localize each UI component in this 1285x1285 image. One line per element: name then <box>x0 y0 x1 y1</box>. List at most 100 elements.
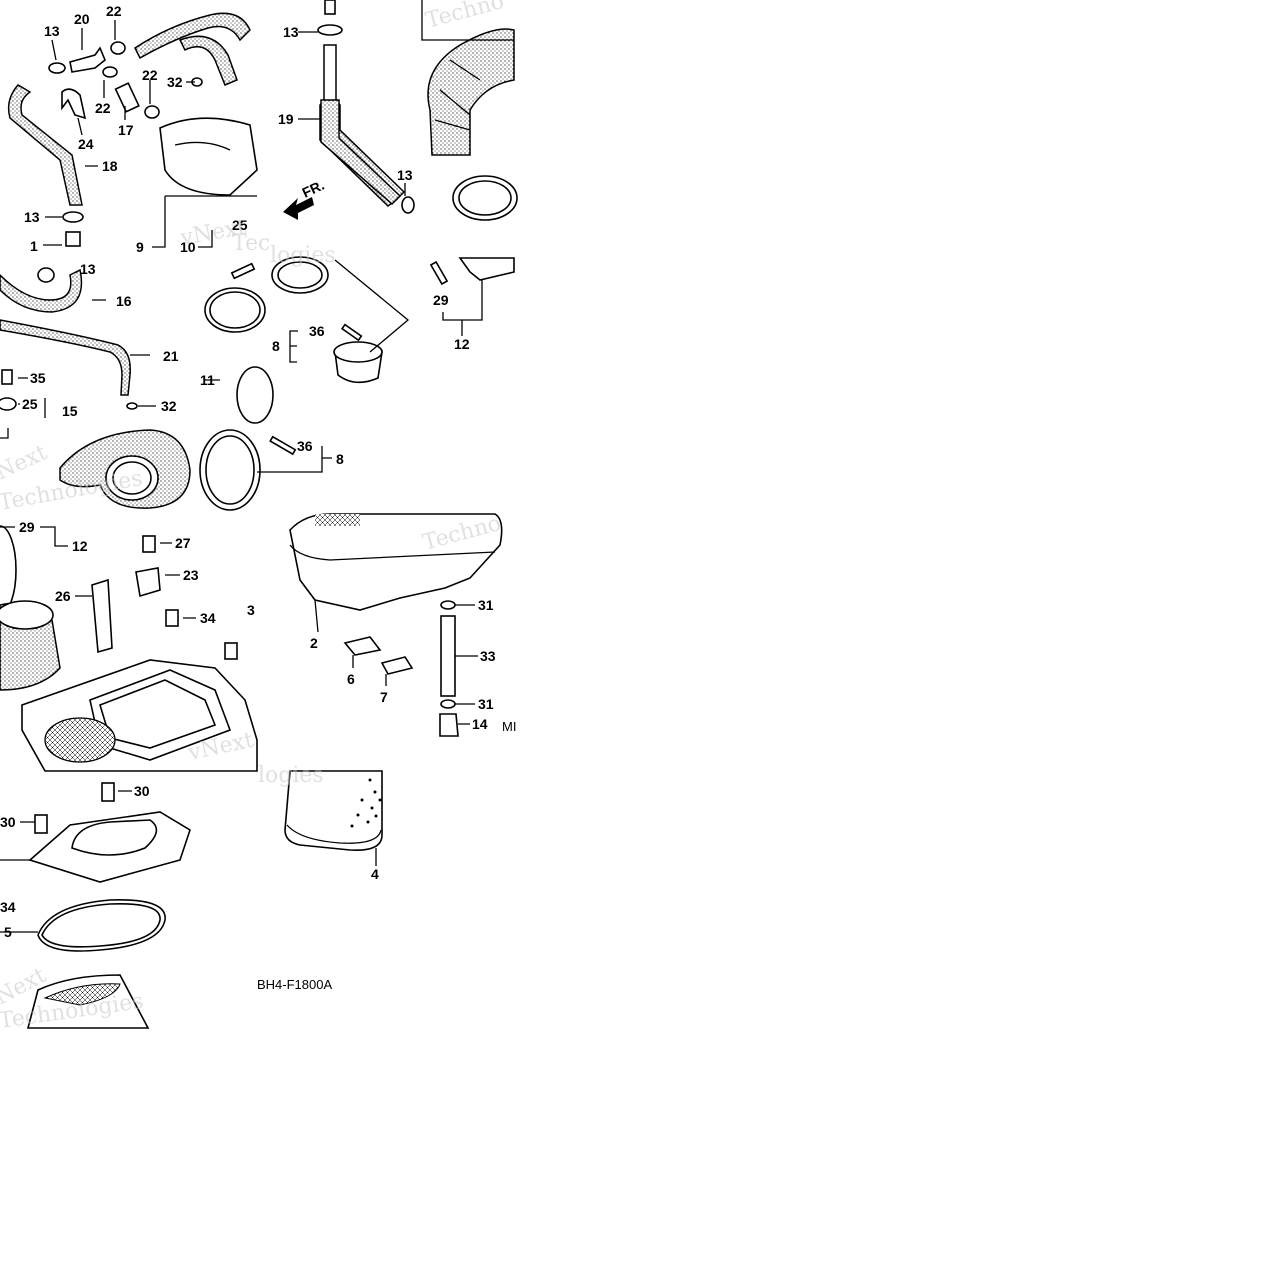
hose-18 <box>7 84 83 206</box>
callout: 16 <box>116 293 132 309</box>
callout: 22 <box>142 67 158 83</box>
tile-breather-tube: FR. 13 19 13 Techno <box>278 0 518 221</box>
callout: 36 <box>309 323 325 339</box>
tile-hoses-top-left: 13 20 22 22 32 24 22 17 18 13 1 9 10 25 … <box>7 3 270 256</box>
callout: 32 <box>167 74 183 90</box>
screw-icon <box>230 262 256 280</box>
screw-36b-icon <box>269 435 297 456</box>
ring-icon <box>0 525 17 615</box>
strap-26-icon <box>91 578 113 654</box>
callout: 3 <box>247 602 255 618</box>
callout: 7 <box>380 689 388 705</box>
clamp-13b-icon <box>62 211 84 223</box>
hose-upper <box>134 12 251 60</box>
tile-hoses-left: 13 16 21 35 25 15 32 Next Technologies <box>0 261 191 516</box>
bracket-23-icon <box>135 567 161 598</box>
watermark: Techno <box>423 0 507 34</box>
clamp-13c-icon <box>317 24 343 36</box>
callout: 29 <box>433 292 449 308</box>
screw-36-icon <box>340 323 363 342</box>
callout: 13 <box>24 209 40 225</box>
bolt-34-icon <box>165 609 179 627</box>
callout: 36 <box>297 438 313 454</box>
clamp-13e-icon <box>37 267 55 283</box>
callout: 21 <box>163 348 179 364</box>
front-arrow-icon <box>283 197 314 220</box>
callout: 35 <box>30 370 46 386</box>
o-ring-31b-icon <box>440 699 456 709</box>
clamp-13-icon <box>48 62 66 74</box>
fitting-1-icon <box>65 231 81 247</box>
callout: 8 <box>336 451 344 467</box>
callout: 13 <box>80 261 96 277</box>
callout: MI <box>502 719 516 734</box>
air-box-cover-2 <box>289 513 503 611</box>
callout: 9 <box>136 239 144 255</box>
bolt-27-icon <box>142 535 156 553</box>
callout: 30 <box>0 814 16 830</box>
tile-filter-base: 30 30 34 5 Next Technologies <box>0 782 191 1034</box>
hose-21 <box>0 319 131 396</box>
bolt-30b-icon <box>34 814 48 834</box>
callout: 4 <box>371 866 379 882</box>
plug-32b-icon <box>126 402 138 410</box>
callout: 31 <box>478 597 494 613</box>
drain-tube-33-icon <box>440 615 456 697</box>
tile-bracket-12: 29 12 <box>429 257 515 352</box>
callout: 23 <box>183 567 199 583</box>
watermark: logies <box>258 763 324 788</box>
chamber-9-icon <box>159 117 258 196</box>
o-ring-31-icon <box>440 600 456 610</box>
callout: 12 <box>454 336 470 352</box>
callout: 12 <box>72 538 88 554</box>
callout: 32 <box>161 398 177 414</box>
pad-7-icon <box>380 656 414 675</box>
callout: 17 <box>118 122 134 138</box>
hose-16 <box>0 268 83 313</box>
tile-clamps: 36 8 11 36 8 logies <box>199 243 410 511</box>
callout: 22 <box>106 3 122 19</box>
grommet-25-icon <box>0 397 17 411</box>
callout: 5 <box>4 924 12 940</box>
callout: 18 <box>102 158 118 174</box>
sleeve-11-icon <box>236 366 274 424</box>
tile-filter: 4 logies BH4-F1800A <box>257 763 383 992</box>
clamp-22b-icon <box>102 66 118 78</box>
watermark: Next <box>0 440 51 485</box>
callout: 20 <box>74 11 90 27</box>
bolt-29-icon <box>429 260 449 286</box>
callout: 10 <box>180 239 196 255</box>
intake-boot <box>427 28 515 156</box>
joint-20-icon <box>69 46 106 73</box>
pad-6-icon <box>343 636 382 656</box>
callout: 2 <box>310 635 318 651</box>
callout: 31 <box>478 696 494 712</box>
callout: 29 <box>19 519 35 535</box>
drain-plug-14-icon <box>439 713 459 737</box>
clamp-22c-icon <box>144 105 160 119</box>
callout: 1 <box>30 238 38 254</box>
clamp-13d-icon <box>401 196 415 214</box>
bolt-35-icon <box>1 369 13 385</box>
tile-air-box: 29 12 27 23 26 34 3 vNext <box>0 519 258 772</box>
bracket-12-icon <box>458 257 515 281</box>
callout: 22 <box>95 100 111 116</box>
callout: 8 <box>272 338 280 354</box>
bracket-24-icon <box>61 88 87 120</box>
callout: 19 <box>278 111 294 127</box>
cap-icon <box>324 0 336 15</box>
callout: 15 <box>62 403 78 419</box>
callout: 13 <box>283 24 299 40</box>
watermark: Tec <box>232 231 270 256</box>
clamp-22-icon <box>110 41 126 55</box>
callout: 11 <box>200 372 215 388</box>
callout: 25 <box>22 396 38 412</box>
callout: 13 <box>397 167 413 183</box>
watermark: logies <box>270 243 336 268</box>
callout: 24 <box>78 136 94 152</box>
callout: 30 <box>134 783 150 799</box>
callout: 25 <box>232 217 248 233</box>
callout: 14 <box>472 716 488 732</box>
callout: 34 <box>200 610 216 626</box>
